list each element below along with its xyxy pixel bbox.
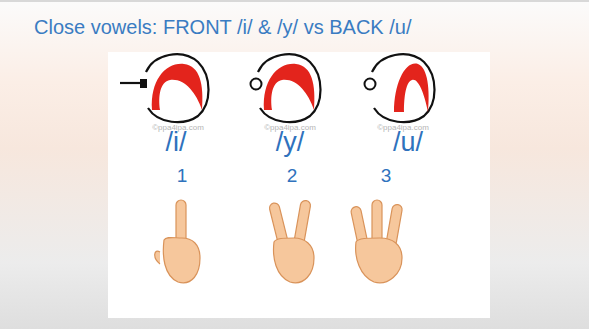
ipa-symbol: /y/ <box>276 128 305 158</box>
ipa-symbol: /i/ <box>165 128 186 158</box>
slide-border <box>0 0 589 2</box>
head-u <box>365 54 435 122</box>
hand-three <box>350 200 403 283</box>
hand-one <box>155 200 200 283</box>
callout-number: 2 <box>287 166 298 187</box>
head-i <box>120 54 209 122</box>
white-panel <box>108 52 490 318</box>
callout-number: 3 <box>381 166 392 187</box>
slide-title: Close vowels: FRONT /i/ & /y/ vs BACK /u… <box>34 16 412 38</box>
hand-two <box>268 200 314 283</box>
head-y <box>251 54 321 122</box>
callout-number: 1 <box>177 166 188 187</box>
ipa-symbol: /u/ <box>393 128 423 158</box>
